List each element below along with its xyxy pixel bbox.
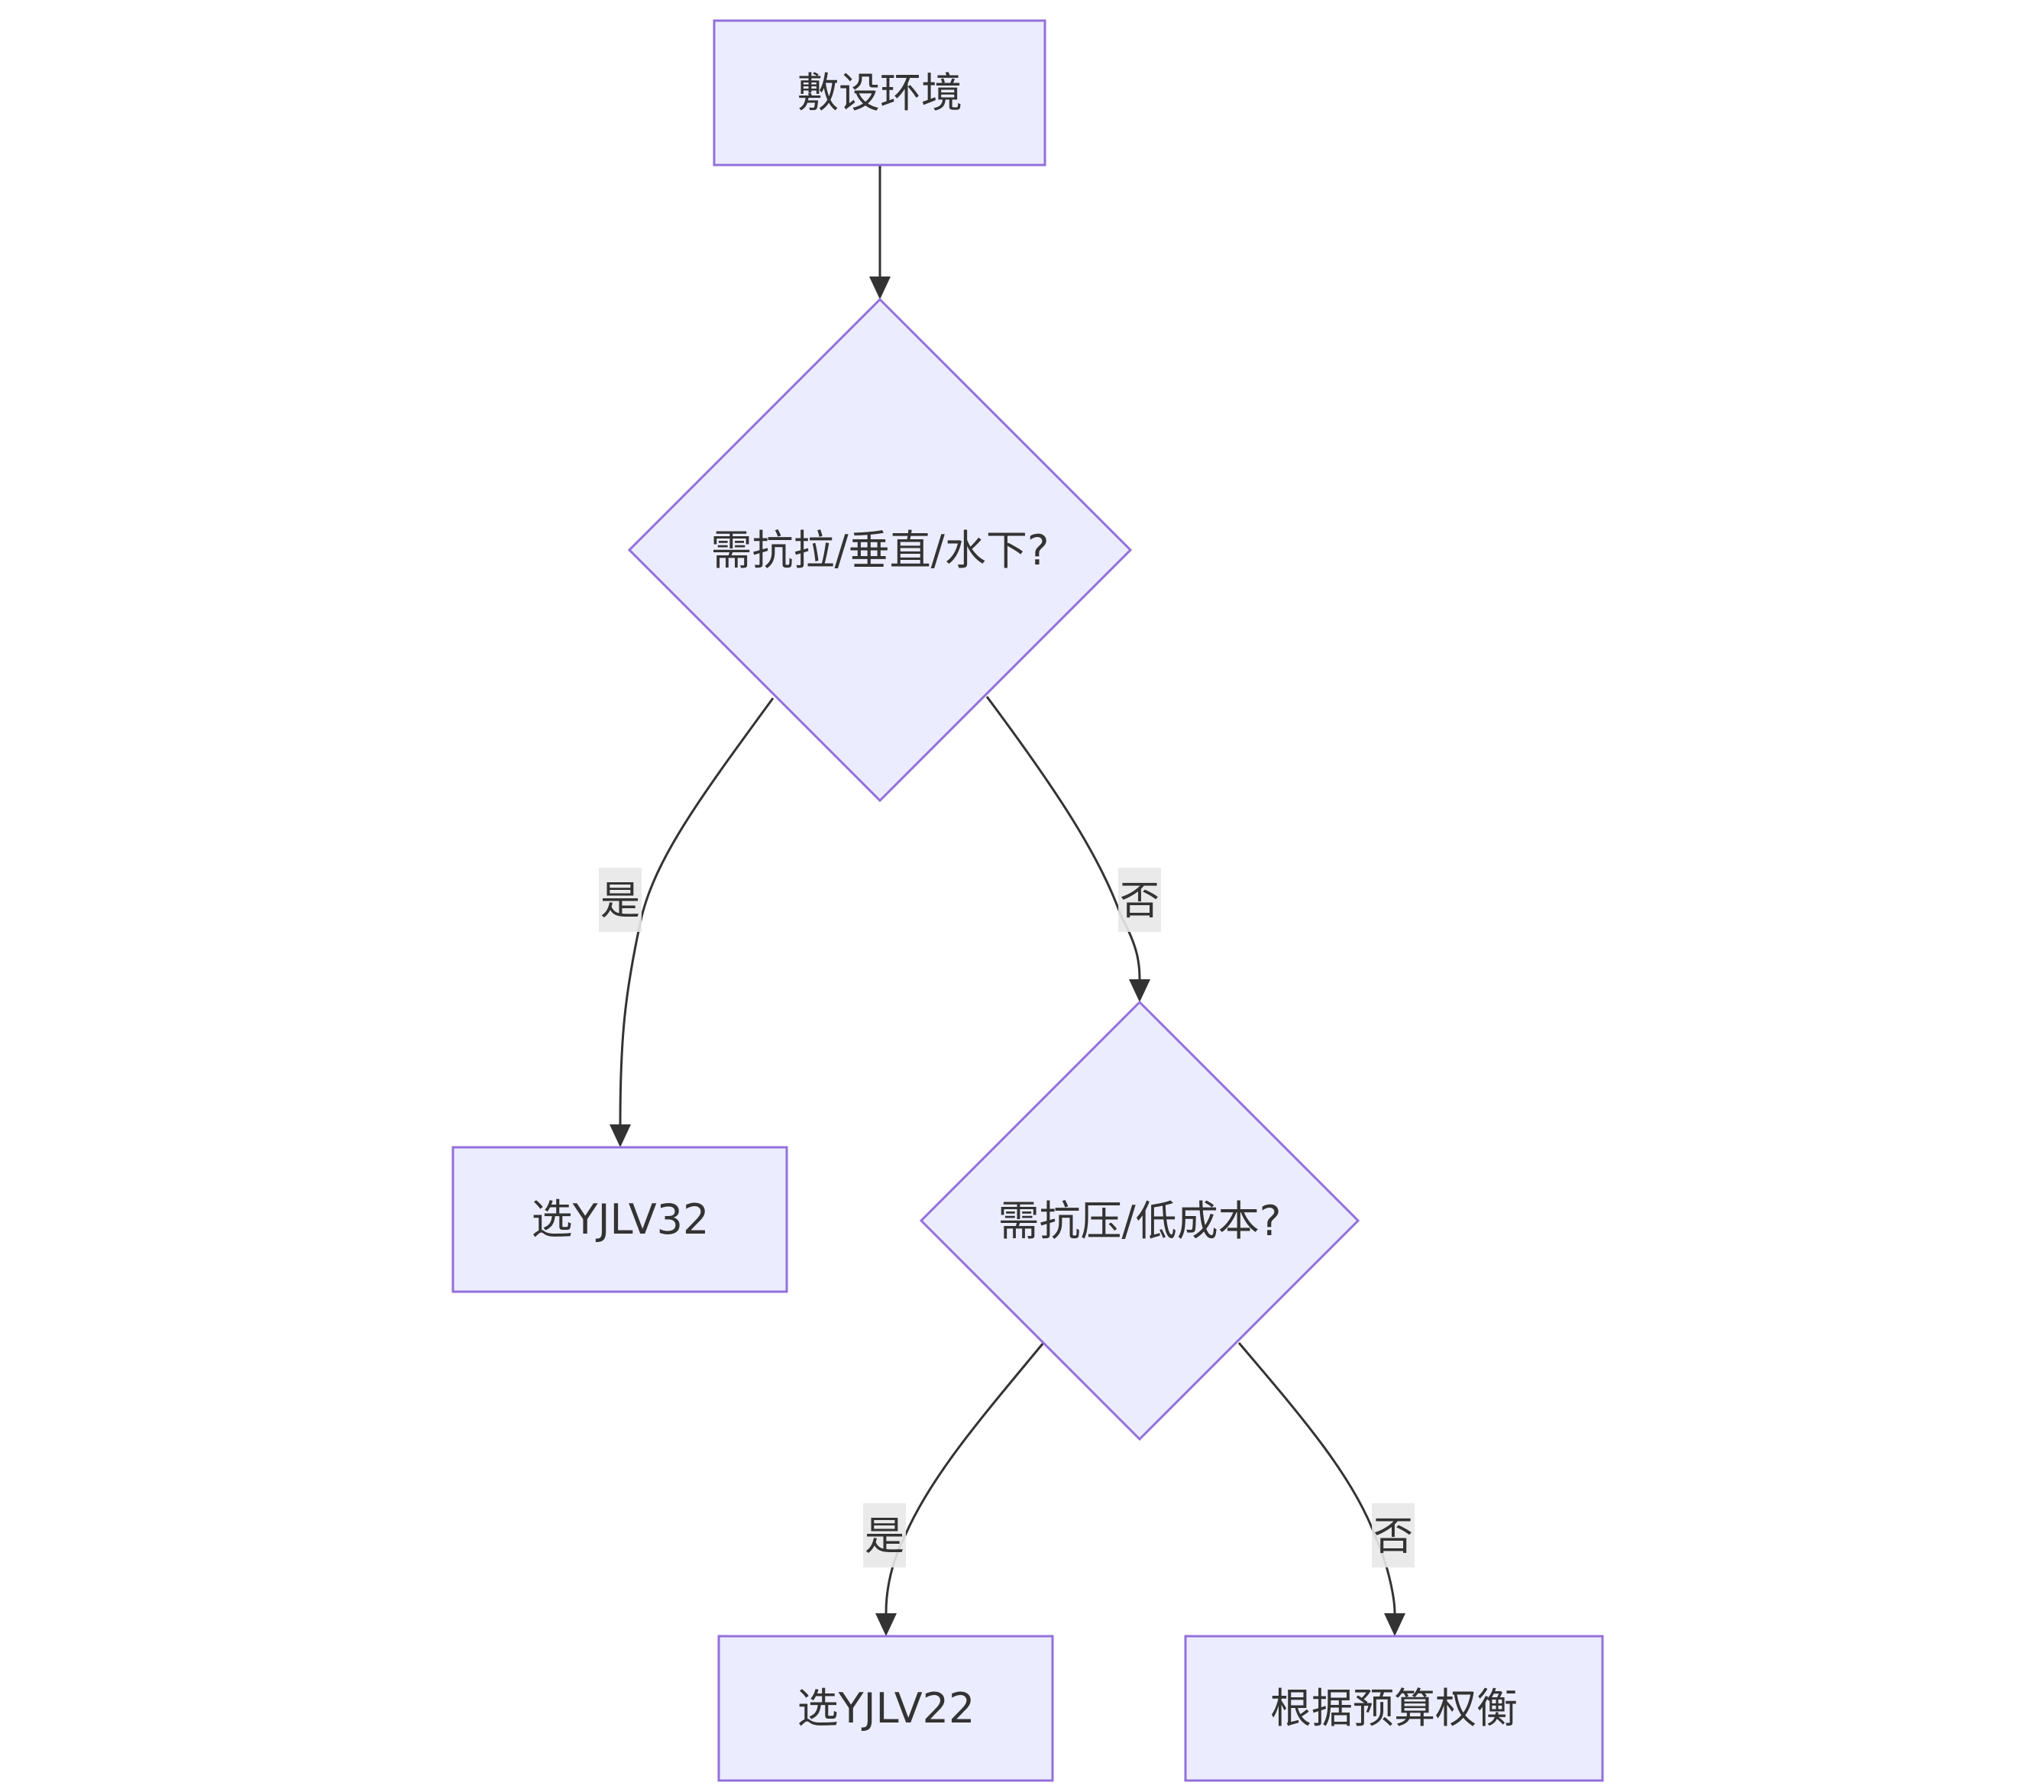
edge-q1-to-yjlv32 [619, 697, 775, 1125]
svg-text:选YJLV32: 选YJLV32 [532, 1195, 710, 1244]
node-budget: 根据预算权衡 [1184, 1635, 1604, 1782]
svg-text:是: 是 [865, 1514, 904, 1560]
node-q2-decision: 需抗压/低成本? [919, 1000, 1360, 1441]
edge-q1-to-q2 [985, 696, 1141, 980]
arrowhead-q1-to-yjlv32 [610, 1124, 631, 1147]
edge-label-q2-no: 否 [1372, 1503, 1415, 1567]
svg-text:是: 是 [600, 878, 640, 924]
node-yjlv22: 选YJLV22 [717, 1635, 1054, 1782]
edges [610, 165, 1405, 1636]
svg-text:敷设环境: 敷设环境 [797, 69, 962, 117]
node-q1-decision: 需抗拉/垂直/水下? [627, 297, 1133, 803]
edge-label-q1-no: 否 [1118, 868, 1161, 932]
edge-q2-to-yjlv22 [885, 1342, 1045, 1614]
node-yjlv32: 选YJLV32 [451, 1146, 788, 1293]
svg-text:根据预算权衡: 根据预算权衡 [1270, 1684, 1518, 1732]
arrowhead-q1-to-q2 [1129, 979, 1150, 1002]
arrowhead-q2-to-yjlv22 [875, 1613, 897, 1636]
node-env: 敷设环境 [713, 19, 1046, 167]
edge-labels: 是 否 是 否 [599, 868, 1415, 1567]
svg-text:否: 否 [1373, 1514, 1413, 1560]
edge-q2-to-budget [1237, 1342, 1396, 1614]
svg-text:选YJLV22: 选YJLV22 [797, 1684, 975, 1732]
edge-label-q1-yes: 是 [599, 868, 642, 932]
svg-text:需抗压/低成本?: 需抗压/低成本? [998, 1197, 1282, 1245]
arrowhead-env-to-q1 [869, 277, 891, 299]
svg-text:否: 否 [1120, 878, 1159, 924]
arrowhead-q2-to-budget [1384, 1613, 1405, 1636]
edge-label-q2-yes: 是 [863, 1503, 906, 1567]
svg-text:需抗拉/垂直/水下?: 需抗拉/垂直/水下? [710, 526, 1049, 574]
